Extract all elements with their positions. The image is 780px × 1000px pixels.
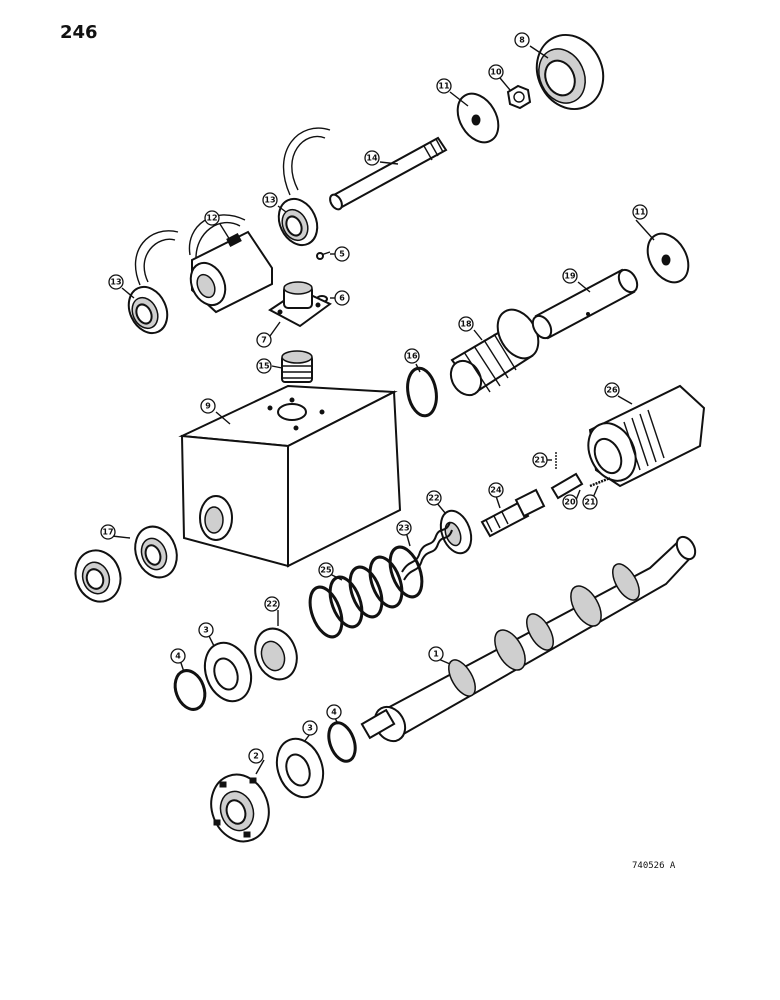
callout-11-top: 11 — [436, 78, 452, 94]
part-15-plug — [281, 350, 313, 383]
callout-15: 15 — [256, 358, 272, 374]
part-26-threaded-cap — [587, 384, 706, 488]
svg-text:24: 24 — [490, 486, 502, 495]
callout-9: 9 — [200, 398, 216, 414]
part-25-outer-spring — [308, 545, 424, 639]
svg-text:8: 8 — [519, 36, 525, 45]
svg-text:21: 21 — [584, 498, 596, 507]
svg-text:22: 22 — [266, 600, 277, 609]
svg-text:12: 12 — [206, 214, 217, 223]
svg-text:14: 14 — [366, 154, 378, 163]
part-7-flange-fitting — [268, 281, 332, 328]
svg-text:20: 20 — [564, 498, 576, 507]
callout-17: 17 — [100, 524, 116, 540]
part-8-cap — [535, 34, 605, 110]
part-10-nut — [506, 84, 532, 110]
svg-text:22: 22 — [428, 494, 439, 503]
part-4-oring-upper — [173, 669, 207, 711]
part-20-pin — [550, 472, 584, 500]
svg-text:11: 11 — [438, 82, 450, 91]
part-9-valve-body — [178, 384, 402, 568]
svg-text:23: 23 — [398, 524, 409, 533]
callout-13-upper: 13 — [262, 192, 278, 208]
part-13-retainer-lower — [127, 230, 179, 335]
callout-10: 10 — [488, 64, 504, 80]
svg-text:21: 21 — [534, 456, 546, 465]
part-12-housing — [188, 214, 273, 314]
callout-14: 14 — [364, 150, 380, 166]
callout-3-upper: 3 — [198, 622, 214, 638]
part-13-retainer-upper — [277, 127, 331, 247]
svg-text:4: 4 — [331, 708, 337, 717]
part-22-spring-seat-lower — [254, 627, 298, 681]
callout-4-upper: 4 — [170, 648, 186, 664]
callout-21-upper: 21 — [532, 452, 548, 468]
svg-text:7: 7 — [261, 336, 267, 345]
callout-2: 2 — [248, 748, 264, 764]
svg-text:13: 13 — [110, 278, 121, 287]
part-16-oring — [406, 366, 438, 418]
part-17-jam-nut-right — [134, 525, 178, 579]
part-17-jam-nut-left — [74, 549, 122, 603]
part-14-shaft — [329, 136, 448, 211]
part-24-stud — [480, 488, 546, 538]
svg-text:11: 11 — [634, 208, 646, 217]
part-21-spring-clip-lower — [589, 476, 611, 488]
svg-text:16: 16 — [406, 352, 418, 361]
svg-text:15: 15 — [258, 362, 270, 371]
callout-24: 24 — [488, 482, 504, 498]
svg-text:10: 10 — [490, 68, 502, 77]
part-4-oring-lower — [327, 721, 357, 763]
part-22-spring-seat-upper — [439, 509, 473, 555]
callout-26: 26 — [604, 382, 620, 398]
callout-7: 7 — [256, 332, 272, 348]
svg-text:19: 19 — [564, 272, 576, 281]
callout-12: 12 — [204, 210, 220, 226]
part-11-washer-right — [646, 232, 690, 284]
part-3-washer-upper — [203, 641, 253, 703]
callout-11-right: 11 — [632, 204, 648, 220]
part-18-threaded-adapter — [449, 308, 540, 397]
callout-5: 5 — [334, 246, 350, 262]
svg-text:2: 2 — [253, 752, 259, 761]
callout-6: 6 — [334, 290, 350, 306]
svg-text:18: 18 — [460, 320, 472, 329]
callout-1: 1 — [428, 646, 444, 662]
callout-23: 23 — [396, 520, 412, 536]
part-3-washer-lower — [275, 737, 325, 799]
callout-8: 8 — [514, 32, 530, 48]
callout-22-lower: 22 — [264, 596, 280, 612]
svg-text:5: 5 — [339, 250, 345, 259]
svg-text:3: 3 — [307, 724, 313, 733]
part-11-washer-top — [456, 92, 500, 144]
leader-lines — [111, 45, 655, 775]
svg-text:25: 25 — [320, 566, 332, 575]
svg-text:9: 9 — [205, 402, 211, 411]
svg-text:1: 1 — [433, 650, 439, 659]
drawing-reference-code: 740526 A — [632, 861, 676, 871]
page-number: 246 — [60, 22, 98, 43]
callout-18: 18 — [458, 316, 474, 332]
callout-4-lower: 4 — [326, 704, 342, 720]
callout-13-lower: 13 — [108, 274, 124, 290]
part-5-screw — [316, 251, 331, 260]
callout-21-lower: 21 — [582, 494, 598, 510]
svg-text:4: 4 — [175, 652, 181, 661]
callout-25: 25 — [318, 562, 334, 578]
callout-16: 16 — [404, 348, 420, 364]
svg-text:13: 13 — [264, 196, 275, 205]
callout-3-lower: 3 — [302, 720, 318, 736]
svg-text:26: 26 — [606, 386, 618, 395]
callout-20: 20 — [562, 494, 578, 510]
part-2-castle-nut — [210, 773, 270, 843]
part-1-spool — [360, 535, 697, 743]
part-19-sleeve — [531, 268, 639, 340]
svg-text:17: 17 — [102, 528, 113, 537]
part-23-inner-spring — [401, 521, 453, 581]
callout-19: 19 — [562, 268, 578, 284]
svg-text:3: 3 — [203, 626, 209, 635]
callout-22-upper: 22 — [426, 490, 442, 506]
svg-text:6: 6 — [339, 294, 345, 303]
